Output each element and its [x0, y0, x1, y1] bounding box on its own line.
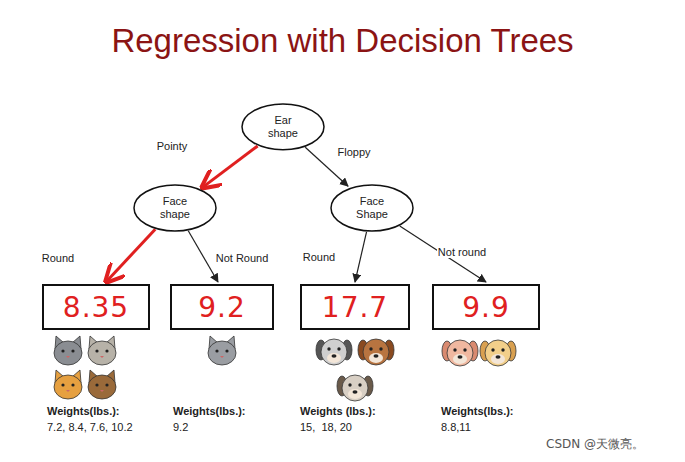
- branch-label: Not round: [437, 246, 487, 258]
- weights-values: 7.2, 8.4, 7.6, 10.2: [47, 421, 133, 433]
- dog-icon: [442, 340, 478, 366]
- weights-heading: Weights(lbs.):: [47, 405, 120, 417]
- diagram-title: Regression with Decision Trees: [0, 22, 685, 60]
- leaf-value-box: 9.2: [170, 284, 274, 330]
- branch-label: Round: [41, 252, 75, 264]
- cat-icon: [88, 336, 116, 365]
- cat-icon: [54, 370, 82, 399]
- leaf-value-box: 8.35: [42, 284, 150, 330]
- weights-heading: Weights (lbs.):: [300, 405, 376, 417]
- cat-icon: [208, 336, 236, 365]
- ellipse-shape: [331, 185, 413, 231]
- ellipse-shape: [242, 104, 324, 150]
- leaf-value: 9.2: [198, 291, 246, 324]
- leaf-value-box: 9.9: [432, 284, 540, 330]
- branch-label: Round: [302, 251, 336, 263]
- tree-branch: [202, 146, 257, 188]
- dog-icon: [337, 375, 373, 401]
- branch-label: Pointy: [156, 140, 189, 152]
- dog-icon: [358, 339, 394, 365]
- feature-name: Face shape: [152, 195, 198, 221]
- feature-ellipse: Face Shape: [330, 184, 414, 232]
- node-text-group: Face Shape: [349, 195, 395, 221]
- weights-heading: Weights(lbs.):: [173, 405, 246, 417]
- weights-heading: Weights(lbs.):: [441, 405, 514, 417]
- tree-branch: [106, 229, 155, 282]
- branch-label: Not Round: [215, 252, 270, 264]
- leaf-value-box: 17.7: [300, 284, 410, 330]
- feature-ellipse: Face shape: [133, 184, 217, 232]
- weights-values: 15, 18, 20: [300, 421, 352, 433]
- dog-icon: [316, 339, 352, 365]
- dog-icon: [480, 340, 516, 366]
- node-text-group: Ear shape: [260, 114, 306, 140]
- cat-icon: [54, 336, 82, 365]
- feature-ellipse: Ear shape: [241, 103, 325, 151]
- ellipse-shape: [134, 185, 216, 231]
- node-text-group: 9.9: [462, 291, 510, 324]
- feature-name: Face Shape: [349, 195, 395, 221]
- node-text-group: 9.2: [198, 291, 246, 324]
- node-text-group: 17.7: [322, 291, 388, 324]
- cat-icon: [88, 370, 116, 399]
- tree-branch: [355, 232, 367, 282]
- tree-branch: [188, 231, 218, 282]
- leaf-value: 17.7: [322, 291, 388, 324]
- node-text-group: Face shape: [152, 195, 198, 221]
- weights-values: 9.2: [173, 421, 188, 433]
- watermark: CSDN @天微亮。: [546, 436, 644, 453]
- leaf-value: 9.9: [462, 291, 510, 324]
- leaf-value: 8.35: [63, 291, 129, 324]
- feature-name: Ear shape: [260, 114, 306, 140]
- node-text-group: 8.35: [63, 291, 129, 324]
- weights-values: 8.8,11: [441, 421, 471, 433]
- branch-label: Floppy: [336, 146, 371, 158]
